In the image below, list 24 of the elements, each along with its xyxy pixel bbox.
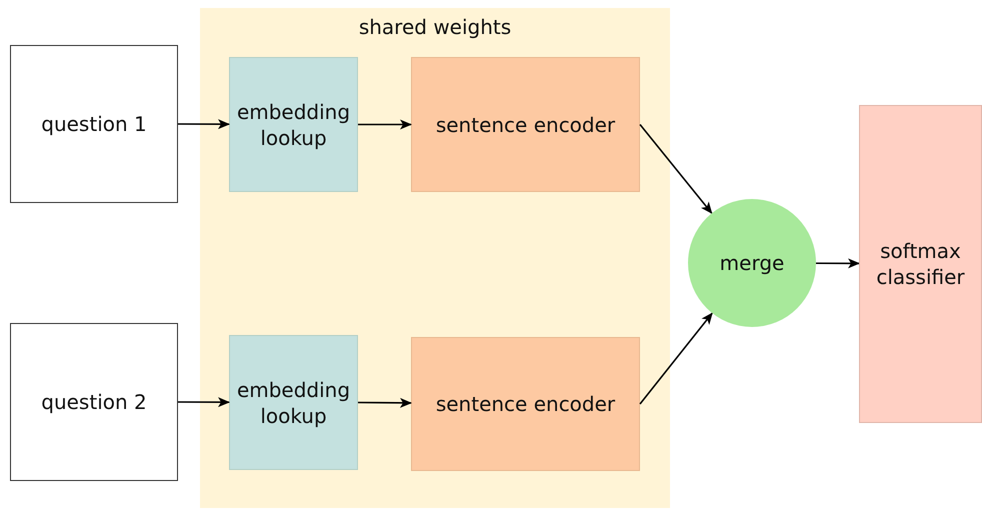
- process-box: [229, 335, 358, 470]
- node-label: sentence encoder: [436, 112, 616, 138]
- input-box: [10, 323, 178, 481]
- group-band: [200, 8, 670, 508]
- arrow: [178, 397, 230, 408]
- node-label: question 1: [41, 111, 147, 137]
- group-title: shared weights: [358, 14, 512, 40]
- node-label: embedding lookup: [236, 98, 351, 150]
- node-label: sentence encoder: [436, 391, 616, 417]
- process-box: [411, 57, 640, 192]
- arrow: [358, 398, 412, 408]
- node-label: merge: [720, 250, 784, 276]
- process-box: [229, 57, 358, 192]
- process-box: [411, 337, 640, 471]
- arrow: [816, 258, 860, 268]
- node-label: question 2: [41, 389, 147, 415]
- arrow: [358, 120, 412, 130]
- input-box: [10, 45, 178, 203]
- output-box: [859, 105, 982, 423]
- node-label: embedding lookup: [236, 376, 351, 428]
- arrow: [639, 124, 712, 214]
- node-label: softmax classifier: [875, 238, 966, 290]
- arrow: [639, 312, 713, 404]
- arrow: [178, 119, 230, 130]
